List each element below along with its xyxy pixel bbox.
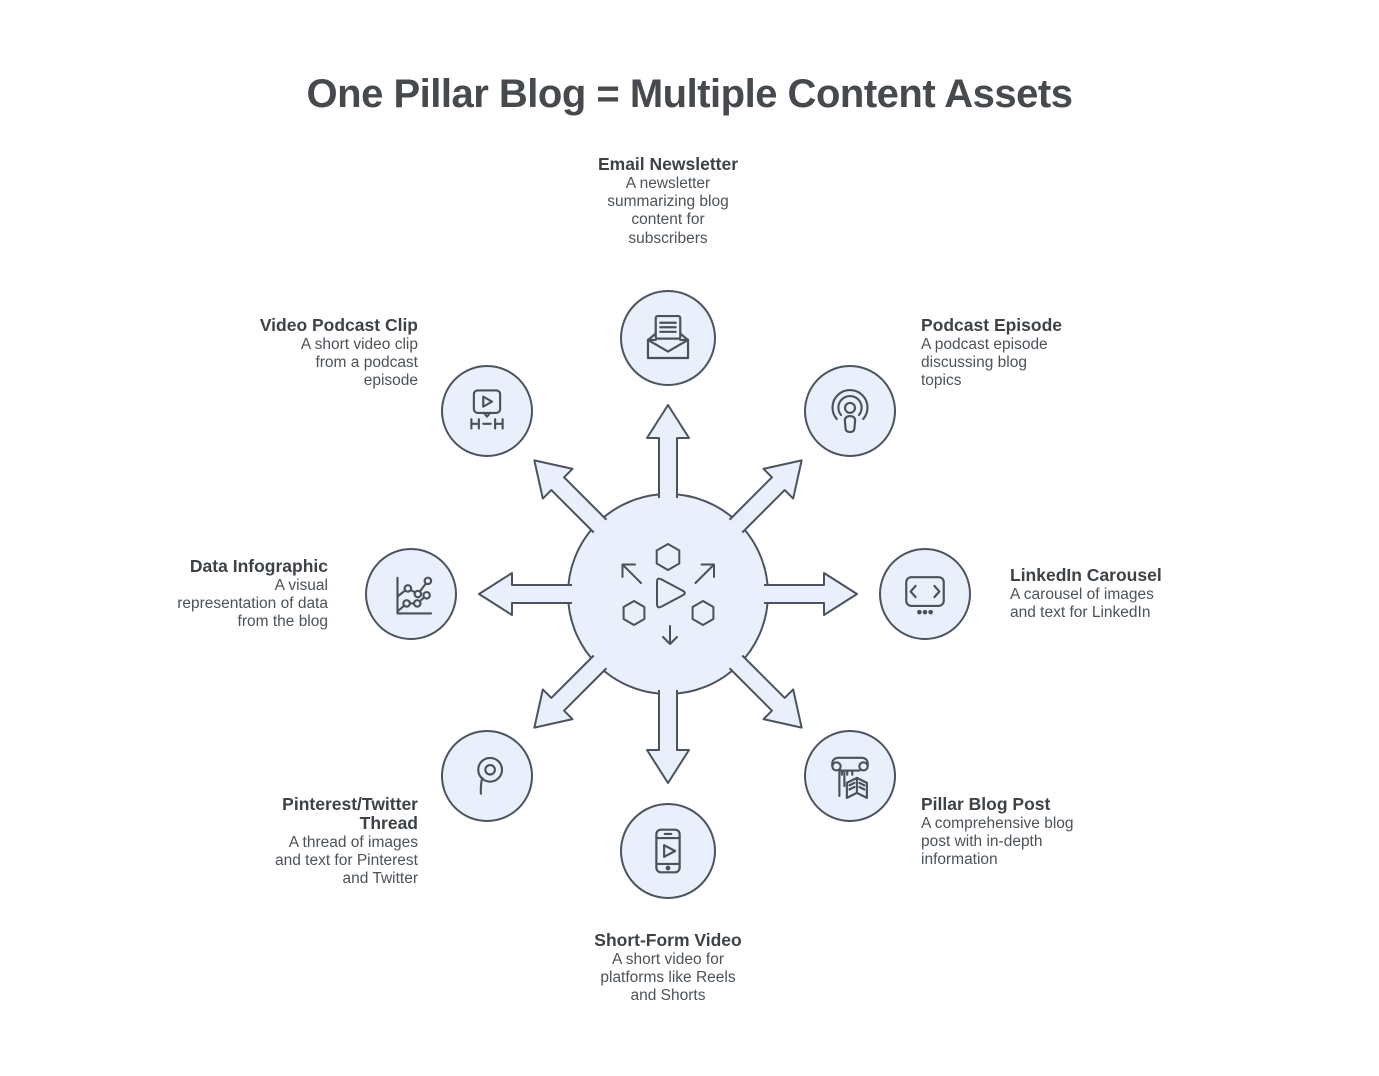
node-pillar-blog-post: Pillar Blog Post A comprehensive blog po… (921, 795, 1131, 870)
email-newsletter-icon (620, 290, 716, 386)
node-label: Pinterest/Twitter Thread (282, 794, 418, 833)
node-description: A carousel of images and text for Linked… (1010, 586, 1154, 622)
node-short-form-video: Short-Form Video A short video for platf… (568, 931, 768, 1006)
node-description: A visual representation of data from the… (177, 577, 328, 631)
phone-video-icon (620, 803, 716, 899)
node-description: A podcast episode discussing blog topics (921, 336, 1048, 390)
node-pinterest-twitter-thread: Pinterest/Twitter Thread A thread of ima… (218, 795, 418, 889)
node-description: A short video for platforms like Reels a… (600, 951, 736, 1005)
node-label: Video Podcast Clip (259, 315, 418, 335)
node-label: Pillar Blog Post (921, 794, 1051, 814)
node-label: LinkedIn Carousel (1010, 565, 1162, 585)
content-distribution-hub-icon (621, 543, 715, 645)
line-chart-icon (365, 548, 457, 640)
node-label: Podcast Episode (921, 315, 1063, 335)
node-label: Email Newsletter (597, 154, 739, 174)
node-linkedin-carousel: LinkedIn Carousel A carousel of images a… (1010, 566, 1220, 622)
node-description: A thread of images and text for Pinteres… (274, 834, 418, 888)
video-clip-bubble-icon (441, 365, 533, 457)
node-description: A short video clip from a podcast episod… (300, 336, 418, 390)
spoke-arrows (478, 404, 858, 784)
node-label: Data Infographic (189, 556, 328, 576)
page-title: One Pillar Blog = Multiple Content Asset… (306, 72, 1073, 116)
carousel-icon (879, 548, 971, 640)
podcast-icon (804, 365, 896, 457)
node-data-infographic: Data Infographic A visual representation… (128, 557, 328, 632)
node-description: A newsletter summarizing blog content fo… (607, 175, 729, 247)
node-description: A comprehensive blog post with in-depth … (921, 815, 1074, 869)
pin-icon (441, 730, 533, 822)
node-label: Short-Form Video (594, 930, 742, 950)
pillar-column-book-icon (804, 730, 896, 822)
node-email-newsletter: Email Newsletter A newsletter summarizin… (568, 155, 768, 248)
node-podcast-episode: Podcast Episode A podcast episode discus… (921, 316, 1121, 391)
node-video-podcast-clip: Video Podcast Clip A short video clip fr… (218, 316, 418, 391)
